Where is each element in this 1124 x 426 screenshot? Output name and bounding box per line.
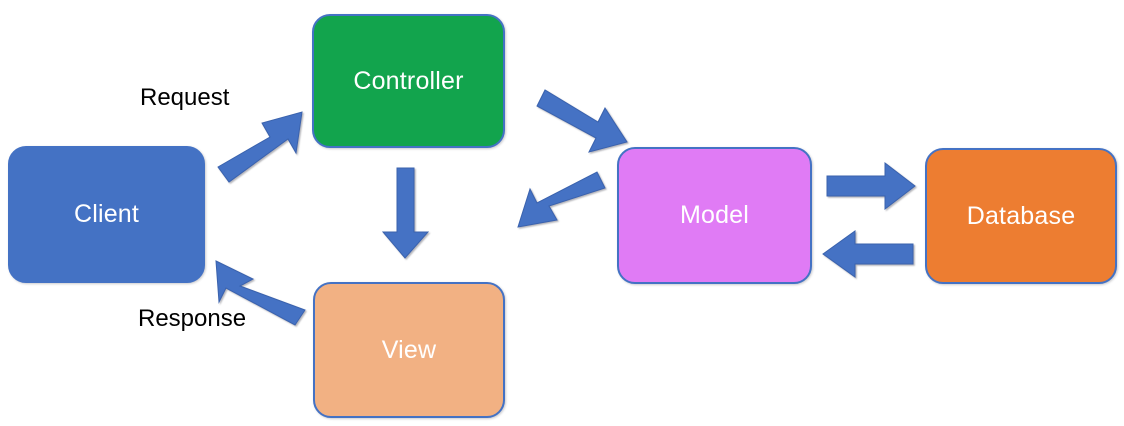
node-database[interactable]: Database (925, 148, 1117, 284)
arrow-controller-to-model (536, 89, 628, 153)
arrow-controller-to-view (381, 167, 430, 259)
node-model-label: Model (679, 201, 750, 229)
node-model[interactable]: Model (617, 147, 812, 284)
arrow-model-to-controller (517, 171, 606, 228)
edge-label-request: Request (140, 84, 230, 111)
arrow-client-to-controller (217, 111, 303, 183)
node-view-label: View (381, 335, 437, 364)
arrow-view-to-client (215, 260, 306, 326)
node-database-label: Database (966, 201, 1076, 230)
node-view[interactable]: View (313, 282, 505, 418)
node-controller[interactable]: Controller (312, 14, 505, 148)
arrow-model-to-database (826, 161, 916, 211)
node-client-label: Client (73, 200, 140, 228)
arrow-database-to-model (822, 230, 914, 278)
edge-label-response: Response (138, 305, 247, 332)
node-controller-label: Controller (353, 66, 464, 95)
node-client[interactable]: Client (8, 146, 205, 283)
